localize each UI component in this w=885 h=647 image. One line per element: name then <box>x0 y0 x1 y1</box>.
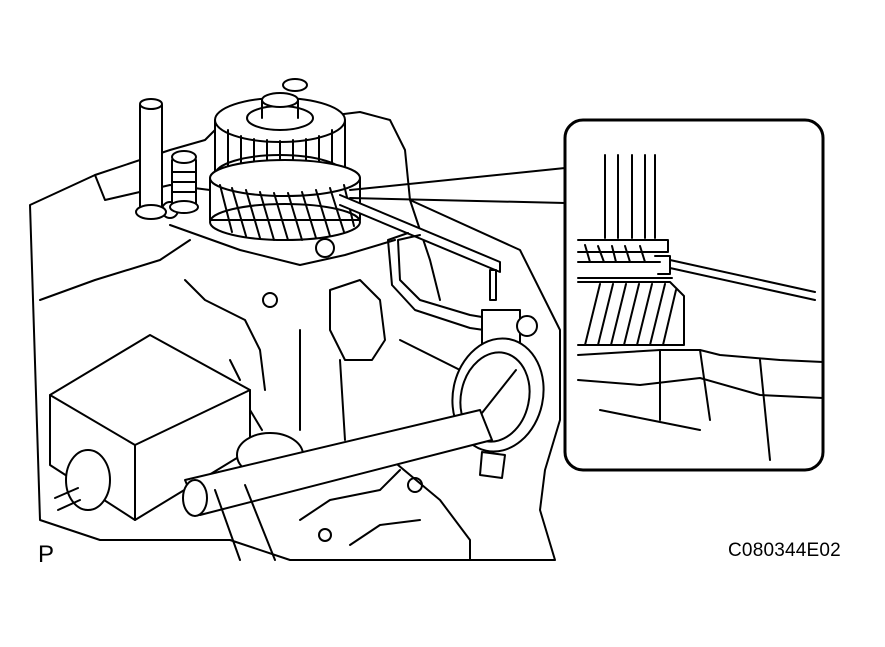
view-label: P <box>38 541 55 568</box>
bolt <box>169 150 199 214</box>
guide-pin <box>135 98 167 220</box>
figure-code: C080344E02 <box>728 540 841 561</box>
mounting-rod <box>182 409 493 561</box>
helical-gear <box>209 159 361 258</box>
callout-leader <box>349 167 566 204</box>
detail-inset <box>563 118 825 472</box>
